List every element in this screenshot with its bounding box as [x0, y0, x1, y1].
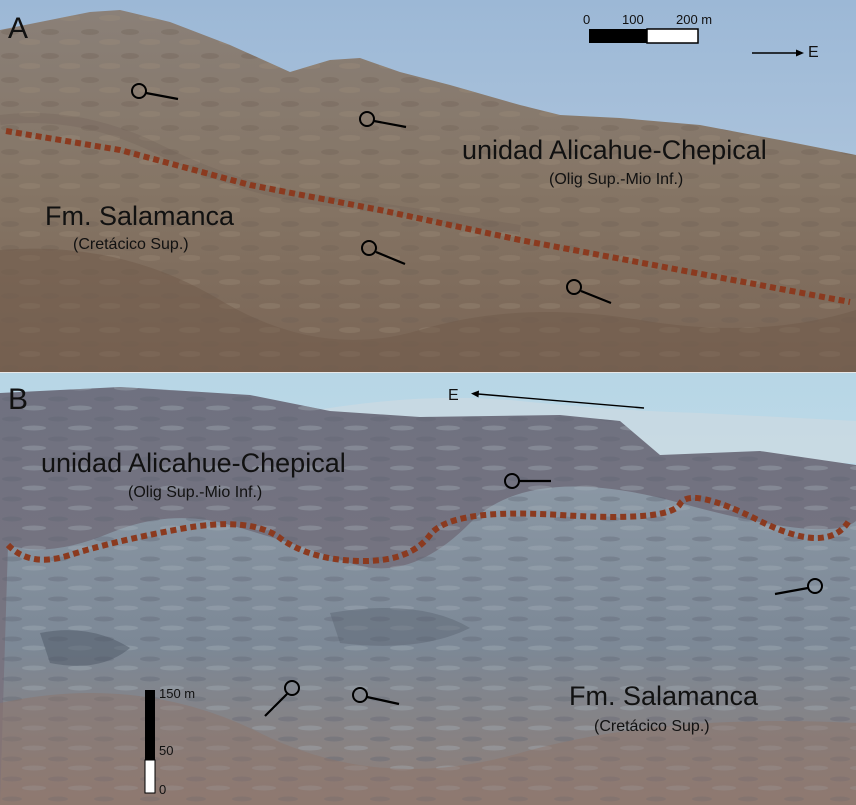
scale-b-tick-50: 50 — [159, 743, 174, 758]
scale-b-tick-150: 150 m — [159, 686, 196, 701]
scale-a-tick-100: 100 — [622, 12, 644, 27]
photo-panel-a: A 0 100 200 m E unidad Alicahue-Chepical… — [0, 0, 856, 372]
unit-a-upper-name: unidad Alicahue-Chepical — [462, 135, 767, 165]
direction-a-label: E — [808, 44, 819, 61]
scale-a-tick-200: 200 m — [676, 12, 713, 27]
panel-divider — [0, 372, 856, 373]
panel-b-letter: B — [8, 383, 29, 416]
photo-b-landscape — [0, 373, 856, 805]
photo-panel-b: B E unidad Alicahue-Chepical (Olig Sup.-… — [0, 373, 856, 805]
unit-b-lower-name: Fm. Salamanca — [569, 681, 759, 711]
direction-b-label: E — [448, 387, 459, 404]
scale-a-tick-0: 0 — [583, 12, 591, 27]
panel-a-letter: A — [8, 12, 29, 45]
unit-b-upper-name: unidad Alicahue-Chepical — [41, 448, 346, 478]
unit-a-lower-age: (Cretácico Sup.) — [73, 236, 189, 253]
scale-b-tick-0: 0 — [159, 782, 167, 797]
unit-a-upper-age: (Olig Sup.-Mio Inf.) — [549, 171, 684, 188]
unit-b-upper-age: (Olig Sup.-Mio Inf.) — [128, 484, 263, 501]
unit-a-lower-name: Fm. Salamanca — [45, 201, 235, 231]
unit-b-lower-age: (Cretácico Sup.) — [594, 718, 710, 735]
photo-a-landscape — [0, 0, 856, 372]
